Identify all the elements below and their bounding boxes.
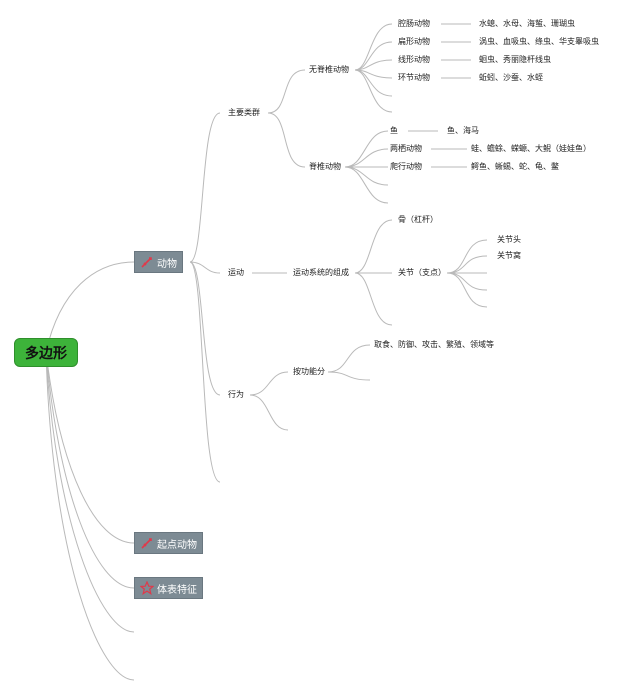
node-amphibians[interactable]: 两栖动物 [390,144,422,153]
star-icon [140,581,154,595]
node-fish-examples: 鱼、海马 [447,126,479,135]
topic-body-label: 体表特征 [157,584,197,596]
node-bone[interactable]: 骨（杠杆） [398,215,438,224]
node-vertebrates[interactable]: 脊椎动物 [309,162,341,171]
node-locomotor-system[interactable]: 运动系统的组成 [293,268,349,277]
sword-icon [140,536,154,550]
topic-body-features[interactable]: 体表特征 [134,577,203,599]
node-flatworms-examples: 涡虫、血吸虫、绦虫、华支睾吸虫 [479,37,599,46]
node-joint-head[interactable]: 关节头 [497,235,521,244]
root-label: 多边形 [25,345,67,362]
node-joint-socket[interactable]: 关节窝 [497,251,521,260]
node-roundworms[interactable]: 线形动物 [398,55,430,64]
branch-behavior[interactable]: 行为 [228,390,244,399]
node-reptiles-examples: 鳄鱼、蜥蜴、蛇、龟、鳖 [471,162,559,171]
topic-animal-label: 动物 [157,258,177,270]
node-roundworms-examples: 蛔虫、秀丽隐杆线虫 [479,55,551,64]
node-joint[interactable]: 关节（支点） [398,268,446,277]
root-node[interactable]: 多边形 [14,338,78,367]
topic-animal[interactable]: 动物 [134,251,183,273]
node-behavior-types[interactable]: 取食、防御、攻击、繁殖、领域等 [374,340,494,349]
node-by-function[interactable]: 按功能分 [293,367,325,376]
node-flatworms[interactable]: 扁形动物 [398,37,430,46]
node-coelenterata[interactable]: 腔肠动物 [398,19,430,28]
topic-origin-animal[interactable]: 起点动物 [134,532,203,554]
branch-motion[interactable]: 运动 [228,268,244,277]
node-coelenterata-examples: 水螅、水母、海蜇、珊瑚虫 [479,19,575,28]
node-annelids[interactable]: 环节动物 [398,73,430,82]
topic-origin-label: 起点动物 [157,539,197,551]
node-annelids-examples: 蚯蚓、沙蚕、水蛭 [479,73,543,82]
node-reptiles[interactable]: 爬行动物 [390,162,422,171]
node-fish[interactable]: 鱼 [390,126,398,135]
node-invertebrates[interactable]: 无脊椎动物 [309,65,349,74]
sword-icon [140,255,154,269]
node-amphibians-examples: 蛙、蟾蜍、蝾螈、大鲵（娃娃鱼） [471,144,591,153]
branch-groups[interactable]: 主要类群 [228,108,260,117]
